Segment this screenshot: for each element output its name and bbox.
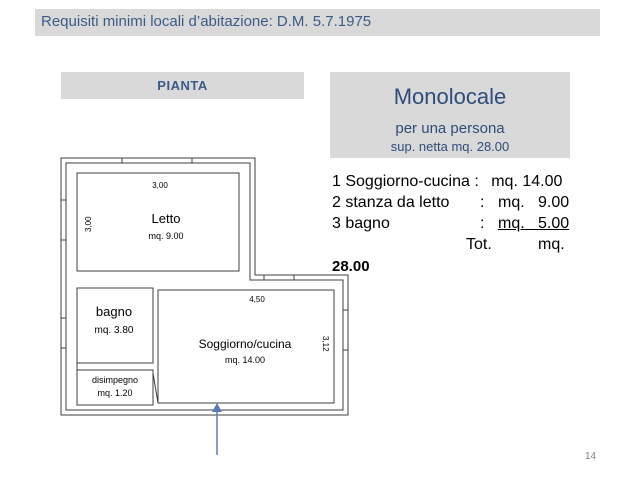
- soggiorno-name: Soggiorno/cucina: [199, 337, 292, 351]
- header-bar: Requisiti minimi locali d’abitazione: D.…: [35, 9, 600, 36]
- inner-wall: [65, 162, 344, 411]
- window-top: [121, 157, 193, 164]
- disimpegno-area: mq. 1.20: [97, 388, 132, 398]
- total-value: 28.00: [332, 258, 370, 275]
- room-line-3-value: mq. 5.00: [498, 215, 570, 232]
- letto-area: mq. 9.00: [148, 231, 183, 241]
- room-line-3-label: 3 bagno: [332, 215, 390, 232]
- entrance-arrow-icon: [212, 403, 222, 412]
- plan-label: PIANTA: [157, 78, 208, 93]
- summary-title: Monolocale: [393, 84, 507, 109]
- room-line-3: 3 bagno : mq. 5.00: [332, 215, 572, 235]
- soggiorno-dim-height: 3,12: [321, 336, 330, 352]
- letto-dim-height: 3,00: [84, 216, 93, 232]
- total-unit: mq.: [538, 236, 565, 253]
- room-line-1: 1 Soggiorno-cucina : mq. 14.00: [332, 173, 562, 191]
- disimpegno-room: [76, 369, 154, 406]
- room-line-1-value: mq. 14.00: [491, 173, 563, 190]
- room-line-1-label: 1 Soggiorno-cucina :: [332, 173, 479, 190]
- soggiorno-area: mq. 14.00: [225, 355, 265, 365]
- room-line-2-colon: :: [480, 194, 485, 211]
- summary-subtitle: per una persona: [395, 120, 505, 137]
- room-line-3-colon: :: [480, 215, 485, 232]
- summary-surface: sup. netta mq. 28.00: [390, 139, 510, 154]
- window-soggiorno-top: [263, 274, 295, 281]
- letto-name: Letto: [152, 211, 181, 226]
- window-letto: [60, 199, 67, 241]
- door-line: [152, 372, 159, 404]
- plan-label-bar: PIANTA: [61, 72, 304, 99]
- soggiorno-room: [157, 289, 335, 404]
- room-line-2: 2 stanza da letto : mq. 9.00: [332, 194, 572, 214]
- bagno-name: bagno: [96, 304, 132, 319]
- total-label: Tot.: [466, 236, 492, 253]
- soggiorno-dim-width: 4,50: [249, 295, 265, 304]
- window-soggiorno-right: [342, 309, 349, 351]
- room-line-2-value: mq. 9.00: [498, 194, 570, 211]
- letto-room: [76, 172, 240, 272]
- letto-dim-width: 3,00: [152, 181, 168, 190]
- bagno-room: [76, 287, 154, 364]
- window-bagno: [60, 317, 67, 349]
- bagno-area: mq. 3.80: [95, 325, 134, 336]
- page-number: 14: [585, 451, 597, 462]
- slide-title: Requisiti minimi locali d’abitazione: D.…: [41, 13, 372, 30]
- summary-box: Monolocale per una persona sup. netta mq…: [330, 72, 570, 158]
- room-line-2-label: 2 stanza da letto: [332, 194, 450, 211]
- outer-wall: [60, 157, 349, 416]
- disimpegno-name: disimpegno: [92, 375, 138, 385]
